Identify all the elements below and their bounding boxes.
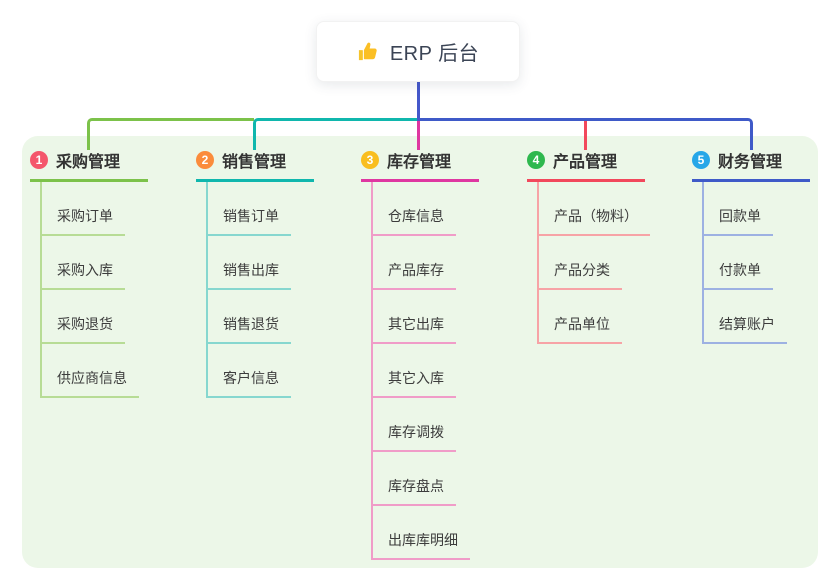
branch-number-badge: 2 [196, 151, 214, 169]
child-row: 采购入库 [40, 236, 148, 290]
child-node[interactable]: 回款单 [702, 206, 773, 236]
child-row: 采购退货 [40, 290, 148, 344]
child-node[interactable]: 产品单位 [537, 314, 622, 344]
branch-header-finance[interactable]: 5 财务管理 [692, 148, 810, 182]
child-row: 回款单 [702, 182, 810, 236]
child-row: 客户信息 [206, 344, 314, 398]
child-node[interactable]: 结算账户 [702, 314, 787, 344]
branch-inventory: 3 库存管理 仓库信息产品库存其它出库其它入库库存调拨库存盘点出库库明细 [361, 148, 479, 560]
child-node[interactable]: 出库库明细 [371, 530, 470, 560]
child-row: 采购订单 [40, 182, 148, 236]
connector-branch-1 [87, 118, 254, 150]
child-node[interactable]: 销售订单 [206, 206, 291, 236]
child-node[interactable]: 库存盘点 [371, 476, 456, 506]
child-node[interactable]: 客户信息 [206, 368, 291, 398]
connector-branch-4 [584, 121, 587, 150]
connector-branch-5 [419, 118, 753, 150]
child-node[interactable]: 采购订单 [40, 206, 125, 236]
child-row: 付款单 [702, 236, 810, 290]
child-row: 产品分类 [537, 236, 645, 290]
child-row: 供应商信息 [40, 344, 148, 398]
child-row: 销售出库 [206, 236, 314, 290]
branch-product: 4 产品管理 产品（物料） 产品分类产品单位 [527, 148, 650, 344]
child-node[interactable]: 供应商信息 [40, 368, 139, 398]
child-row: 库存调拨 [371, 398, 479, 452]
branch-label: 采购管理 [56, 154, 121, 171]
branch-header-sales[interactable]: 2 销售管理 [196, 148, 314, 182]
child-row: 其它入库 [371, 344, 479, 398]
branch-children: 仓库信息产品库存其它出库其它入库库存调拨库存盘点出库库明细 [371, 182, 479, 560]
branch-label: 销售管理 [222, 154, 287, 171]
branch-purchase: 1 采购管理 采购订单采购入库采购退货供应商信息 [30, 148, 148, 398]
child-row: 产品单位 [537, 290, 645, 344]
child-node[interactable]: 库存调拨 [371, 422, 456, 452]
branch-children: 采购订单采购入库采购退货供应商信息 [40, 182, 148, 398]
child-row: 产品（物料） [537, 182, 650, 236]
connector-branch-2 [253, 118, 419, 150]
child-row: 库存盘点 [371, 452, 479, 506]
branch-number-badge: 4 [527, 151, 545, 169]
root-node[interactable]: ERP 后台 [316, 21, 520, 82]
branch-number-badge: 5 [692, 151, 710, 169]
child-row: 产品库存 [371, 236, 479, 290]
child-node[interactable]: 产品分类 [537, 260, 622, 290]
child-node[interactable]: 销售退货 [206, 314, 291, 344]
branch-children: 回款单付款单结算账户 [702, 182, 810, 344]
branch-header-product[interactable]: 4 产品管理 [527, 148, 645, 182]
child-node[interactable]: 销售出库 [206, 260, 291, 290]
connector-root [417, 82, 420, 121]
branch-header-purchase[interactable]: 1 采购管理 [30, 148, 148, 182]
child-row: 仓库信息 [371, 182, 479, 236]
child-node[interactable]: 采购入库 [40, 260, 125, 290]
branch-label: 产品管理 [553, 154, 618, 171]
branches-panel [22, 136, 818, 568]
thumbs-up-icon [357, 40, 380, 63]
child-row: 其它出库 [371, 290, 479, 344]
branch-number-badge: 3 [361, 151, 379, 169]
root-title: ERP 后台 [389, 43, 480, 65]
branch-sales: 2 销售管理 销售订单销售出库销售退货客户信息 [196, 148, 314, 398]
branch-number-badge: 1 [30, 151, 48, 169]
child-row: 销售订单 [206, 182, 314, 236]
child-node[interactable]: 仓库信息 [371, 206, 456, 236]
connector-branch-3 [417, 121, 420, 150]
child-node[interactable]: 付款单 [702, 260, 773, 290]
branch-finance: 5 财务管理 回款单付款单结算账户 [692, 148, 810, 344]
branch-children: 销售订单销售出库销售退货客户信息 [206, 182, 314, 398]
branch-children: 产品（物料） 产品分类产品单位 [537, 182, 650, 344]
child-row: 结算账户 [702, 290, 810, 344]
child-node[interactable]: 产品库存 [371, 260, 456, 290]
child-row: 出库库明细 [371, 506, 479, 560]
branch-label: 财务管理 [718, 154, 783, 171]
branch-label: 库存管理 [387, 154, 452, 171]
child-row: 销售退货 [206, 290, 314, 344]
branch-header-inventory[interactable]: 3 库存管理 [361, 148, 479, 182]
child-node[interactable]: 其它入库 [371, 368, 456, 398]
child-node[interactable]: 其它出库 [371, 314, 456, 344]
child-node[interactable]: 采购退货 [40, 314, 125, 344]
child-node[interactable]: 产品（物料） [537, 206, 650, 236]
